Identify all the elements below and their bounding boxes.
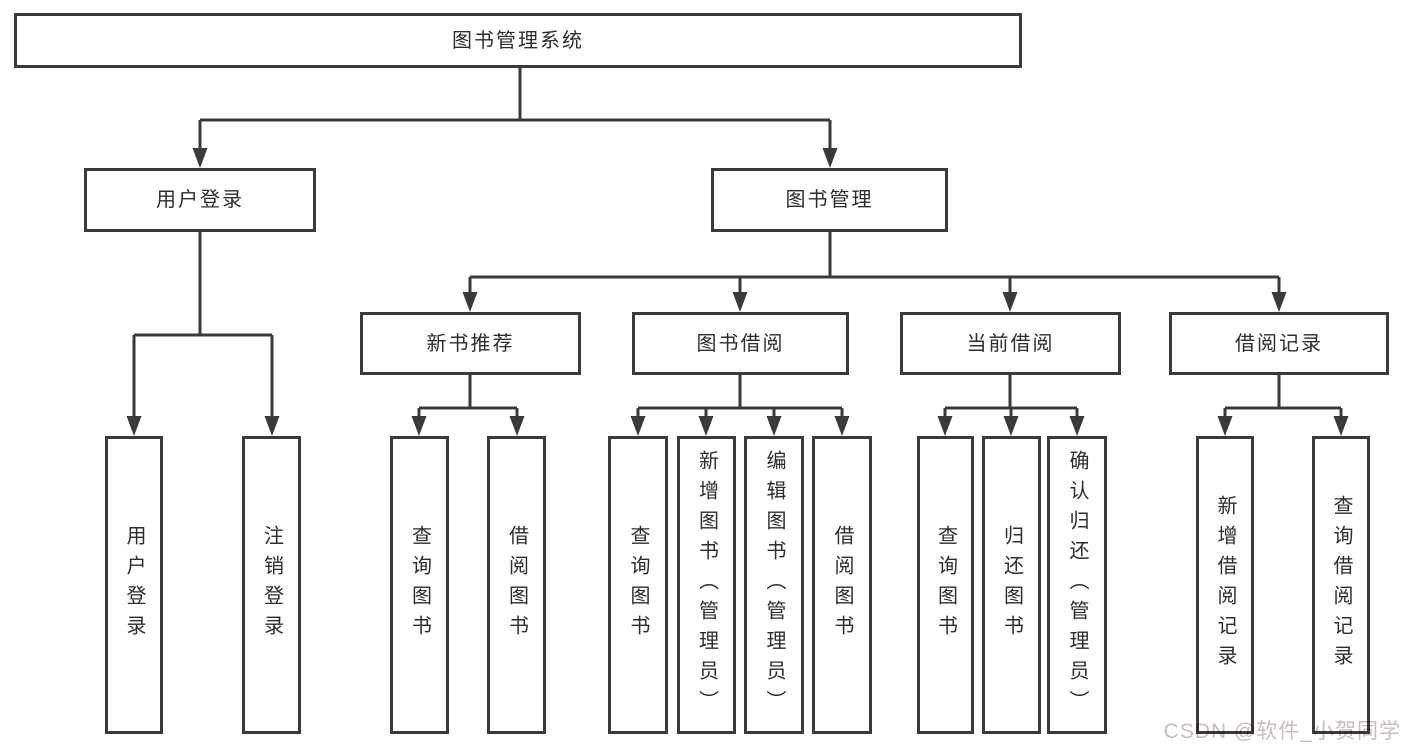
arrow-down-icon [1333, 416, 1349, 436]
node-library-management-system: 图书管理系统 [14, 13, 1022, 68]
arrow-down-icon [1217, 416, 1233, 436]
leaf-borrow-books-1: 借阅图书 [487, 436, 546, 734]
arrow-down-icon [766, 416, 782, 436]
leaf-confirm-return-admin: 确认归还（管理员） [1047, 436, 1107, 734]
arrow-down-icon [509, 416, 525, 436]
arrow-down-icon [1003, 416, 1019, 436]
leaf-query-borrow-record: 查询借阅记录 [1312, 436, 1370, 734]
edge-newbook-to-leaves [417, 375, 519, 420]
leaf-logout: 注销登录 [242, 436, 301, 734]
arrow-down-icon [1002, 292, 1018, 312]
node-book-management: 图书管理 [711, 168, 948, 232]
arrow-down-icon [192, 148, 208, 168]
arrowhead-icons [126, 148, 1349, 436]
node-borrowing-records: 借阅记录 [1169, 312, 1389, 375]
leaf-add-book-admin: 新增图书（管理员） [677, 436, 736, 734]
arrow-down-icon [834, 416, 850, 436]
arrow-down-icon [264, 416, 280, 436]
node-new-book-recommendation: 新书推荐 [360, 312, 581, 375]
edge-bookmgmt-to-level3 [468, 232, 1281, 296]
csdn-watermark: CSDN @软件_小贺同学 [1163, 720, 1401, 743]
edge-currentborrow-to-leaves [943, 375, 1079, 420]
arrow-down-icon [732, 292, 748, 312]
leaf-borrow-books-2: 借阅图书 [812, 436, 872, 734]
arrow-down-icon [1069, 416, 1085, 436]
node-book-borrowing: 图书借阅 [632, 312, 849, 375]
arrow-down-icon [822, 148, 838, 168]
arrow-down-icon [937, 416, 953, 436]
leaf-query-books-1: 查询图书 [390, 436, 449, 734]
leaf-query-books-3: 查询图书 [917, 436, 974, 734]
leaf-return-books: 归还图书 [982, 436, 1041, 734]
node-user-login: 用户登录 [84, 168, 316, 232]
arrow-down-icon [698, 416, 714, 436]
leaf-query-books-2: 查询图书 [608, 436, 668, 734]
leaf-edit-book-admin: 编辑图书（管理员） [744, 436, 804, 734]
edge-borrowrecords-to-leaves [1223, 375, 1343, 420]
node-current-borrowing: 当前借阅 [900, 312, 1121, 375]
edge-bookborrow-to-leaves [636, 375, 844, 420]
leaf-add-borrow-record: 新增借阅记录 [1196, 436, 1254, 734]
arrow-down-icon [1271, 292, 1287, 312]
arrow-down-icon [411, 416, 427, 436]
edge-userlogin-to-leaves [132, 232, 274, 420]
arrow-down-icon [630, 416, 646, 436]
leaf-user-login: 用户登录 [105, 436, 163, 734]
arrow-down-icon [462, 292, 478, 312]
arrow-down-icon [126, 416, 142, 436]
edge-root-to-level2 [198, 68, 832, 152]
